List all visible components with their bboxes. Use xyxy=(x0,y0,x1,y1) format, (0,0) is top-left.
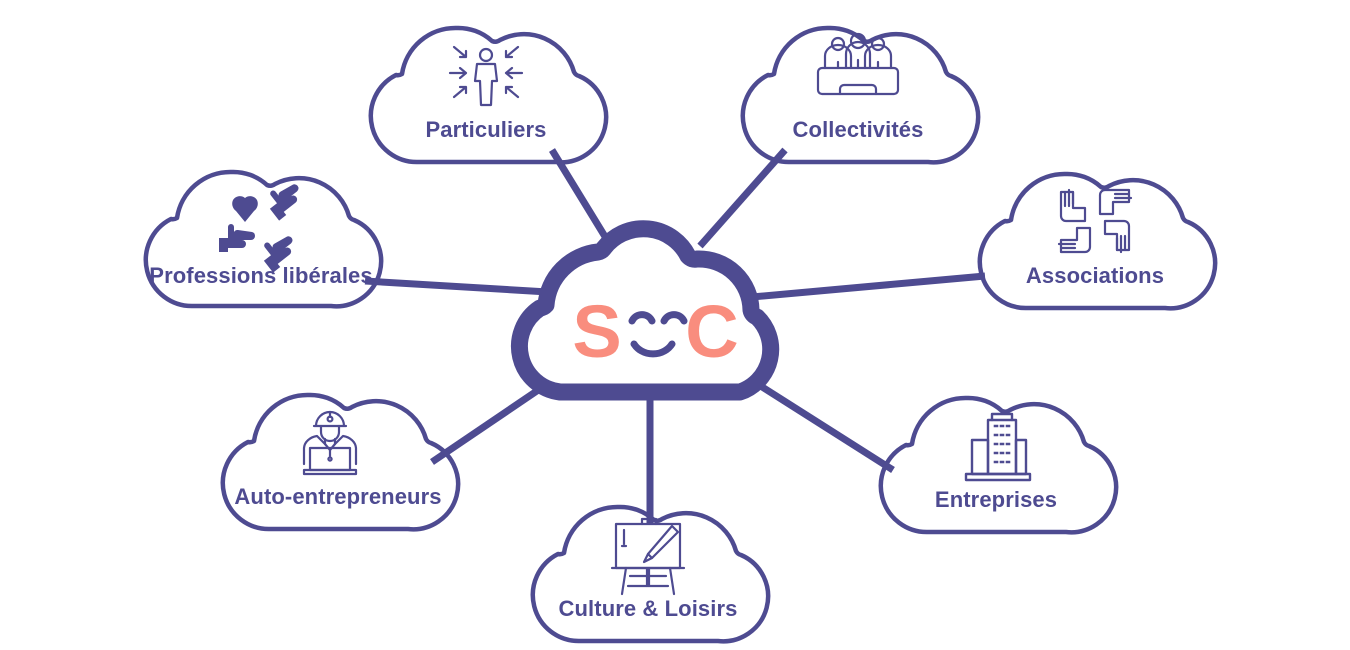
easel-with-paintbrush-icon xyxy=(610,517,686,596)
connector-center-associations xyxy=(751,272,986,301)
mascot-letter-c: C xyxy=(685,290,738,373)
mascot-face xyxy=(628,311,688,358)
four-interlocking-hands-icon xyxy=(1057,188,1133,254)
worker-with-laptop-icon xyxy=(302,410,358,476)
connector-center-professions xyxy=(364,277,549,296)
connector-center-auto xyxy=(430,375,558,465)
cloud-professions-liberales[interactable] xyxy=(146,172,381,306)
hands-with-heart-icon xyxy=(219,184,299,273)
central-mascot-cloud[interactable]: S C xyxy=(510,220,780,401)
mascot-eye-left xyxy=(628,311,656,325)
connector-center-particuliers xyxy=(549,148,615,250)
person-with-inward-arrows-icon xyxy=(448,45,524,107)
cloud-culture-loisirs[interactable] xyxy=(533,507,768,641)
cloud-entreprises[interactable] xyxy=(881,398,1116,532)
office-building-icon xyxy=(964,412,1032,482)
central-cloud-shape xyxy=(510,220,780,401)
mascot-smile xyxy=(630,340,676,358)
mascot-letter-s: S xyxy=(572,290,621,373)
cloud-associations[interactable] xyxy=(980,174,1215,308)
mascot-eye-right xyxy=(660,311,688,325)
connector-center-collectivites xyxy=(697,147,788,249)
connector-lines xyxy=(364,147,986,525)
three-people-at-desk-icon xyxy=(816,32,900,96)
connector-center-entreprises xyxy=(746,375,895,473)
cloud-particuliers[interactable] xyxy=(371,28,606,162)
cloud-auto-entrepreneurs[interactable] xyxy=(223,395,458,529)
